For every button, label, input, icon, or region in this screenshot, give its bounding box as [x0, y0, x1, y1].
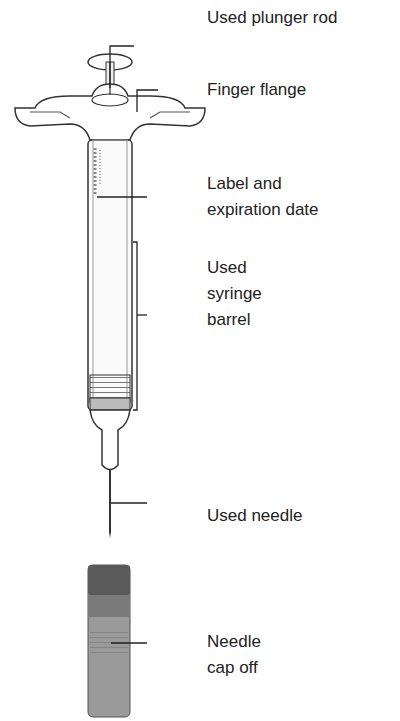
syringe-barrel: [88, 140, 132, 410]
leader-lines: [97, 46, 158, 643]
part-label: Used plunger rod: [207, 5, 396, 31]
part-label: Used syringe barrel: [207, 255, 282, 333]
needle: [109, 470, 111, 532]
needle-hub: [90, 410, 130, 470]
part-label: Needle cap off: [207, 629, 282, 681]
part-label: Finger flange: [207, 77, 396, 103]
part-label: Used needle: [207, 503, 396, 529]
needle-cap: [88, 565, 130, 717]
part-label: Label and expiration date: [207, 171, 337, 223]
